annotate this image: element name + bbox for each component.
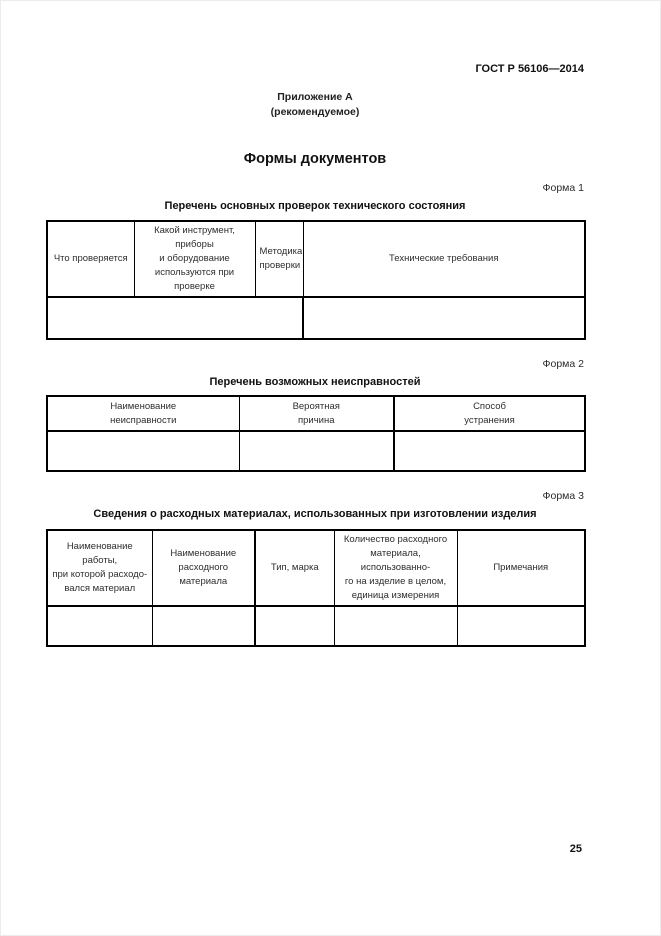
column-header: Способ устранения (393, 395, 586, 432)
column-header: Тип, марка (254, 529, 335, 607)
form-3-label: Форма 3 (542, 490, 584, 502)
empty-cell (333, 605, 458, 647)
column-header: Наименование расходного материала (151, 529, 256, 607)
empty-cell (46, 605, 153, 647)
form-2-empty-row (46, 430, 586, 472)
empty-cell (302, 296, 586, 340)
empty-cell (46, 296, 304, 340)
form-3-header-row: Наименование работы, при которой расходо… (46, 529, 586, 607)
empty-cell (456, 605, 586, 647)
form-2-table: Наименование неисправности Вероятная при… (46, 395, 586, 472)
empty-cell (254, 605, 335, 647)
column-header: Наименование неисправности (46, 395, 240, 432)
form-3-table: Наименование работы, при которой расходо… (46, 529, 586, 647)
column-header: Что проверяется (46, 220, 135, 298)
page-title: Формы документов (243, 151, 387, 167)
form-1-header-row: Что проверяется Какой инструмент, прибор… (46, 220, 586, 298)
empty-cell (238, 430, 395, 472)
column-header: Какой инструмент, приборы и оборудование… (133, 220, 256, 298)
page-number: 25 (569, 843, 582, 855)
empty-cell (46, 430, 240, 472)
annex-kind: (рекомендуемое) (270, 106, 360, 118)
column-header: Наименование работы, при которой расходо… (46, 529, 153, 607)
form-3-title: Сведения о расходных материалах, использ… (93, 508, 537, 520)
column-header: Технические требования (302, 220, 586, 298)
form-2-label: Форма 2 (542, 358, 584, 370)
empty-cell (393, 430, 586, 472)
form-1-table: Что проверяется Какой инструмент, прибор… (46, 220, 586, 340)
empty-cell (151, 605, 256, 647)
form-2-header-row: Наименование неисправности Вероятная при… (46, 395, 586, 432)
column-header: Методика проверки (254, 220, 304, 298)
form-1-empty-row (46, 296, 586, 340)
doc-number: ГОСТ Р 56106—2014 (475, 63, 584, 75)
column-header: Вероятная причина (238, 395, 395, 432)
form-3-empty-row (46, 605, 586, 647)
form-2-title: Перечень возможных неисправностей (209, 376, 421, 388)
form-1-title: Перечень основных проверок технического … (164, 200, 466, 212)
annex-label: Приложение А (277, 91, 353, 103)
column-header: Количество расходного материала, использ… (333, 529, 458, 607)
page-content: ГОСТ Р 56106—2014 Приложение А (рекоменд… (46, 1, 586, 647)
form-1-label: Форма 1 (542, 182, 584, 194)
column-header: Примечания (456, 529, 586, 607)
